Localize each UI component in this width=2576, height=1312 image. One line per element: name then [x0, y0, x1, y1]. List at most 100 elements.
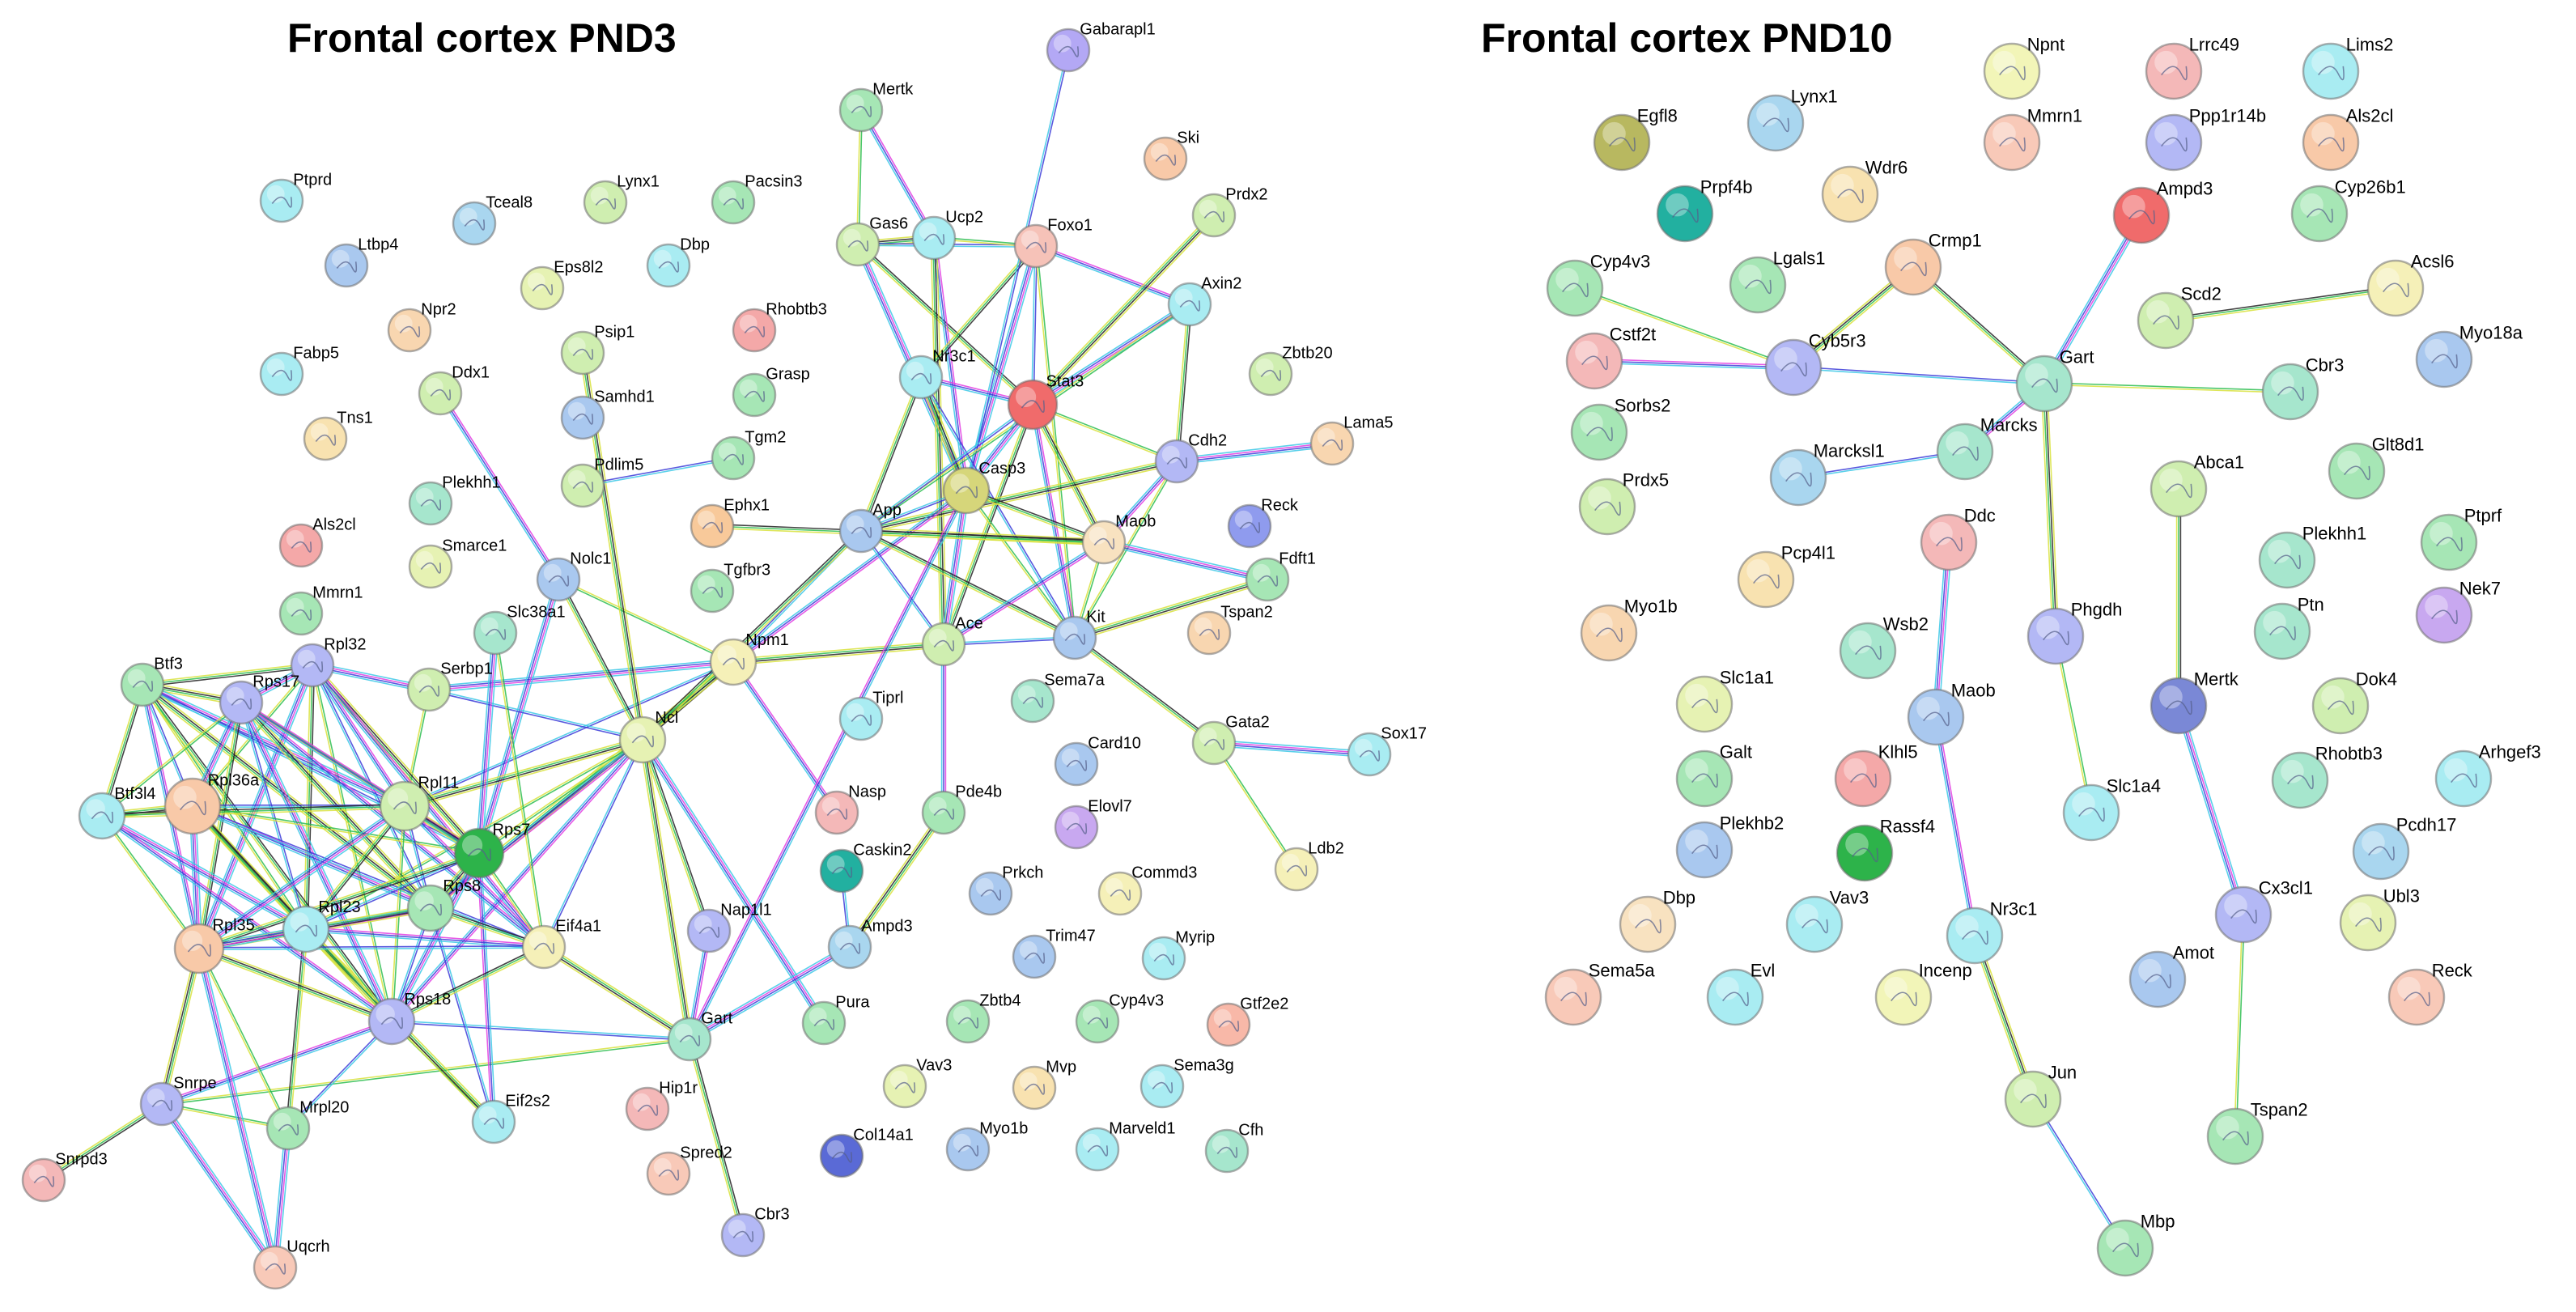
- node-incenp[interactable]: Incenp: [1874, 961, 1972, 1026]
- node-bubble[interactable]: [1054, 805, 1099, 850]
- node-bubble[interactable]: [21, 1157, 66, 1203]
- node-pacsin3[interactable]: Pacsin3: [711, 173, 802, 225]
- node-bubble[interactable]: [625, 1086, 670, 1132]
- node-prdx5[interactable]: Prdx5: [1578, 470, 1669, 536]
- node-bubble[interactable]: [259, 351, 304, 397]
- node-zbtb20[interactable]: Zbtb20: [1248, 345, 1333, 397]
- node-ddc[interactable]: Ddc: [1920, 506, 1996, 571]
- node-bubble[interactable]: [1248, 351, 1293, 397]
- node-bubble[interactable]: [452, 201, 497, 246]
- node-marcksl1[interactable]: Marcksl1: [1769, 441, 1885, 507]
- node-gas6[interactable]: Gas6: [835, 215, 908, 267]
- node-bubble[interactable]: [921, 790, 966, 835]
- node-eps8l2[interactable]: Eps8l2: [520, 259, 603, 311]
- node-bubble[interactable]: [1764, 338, 1823, 397]
- node-commd3[interactable]: Commd3: [1097, 864, 1197, 916]
- node-bubble[interactable]: [1206, 1002, 1251, 1047]
- node-pcdh17[interactable]: Pcdh17: [2352, 815, 2456, 881]
- node-rpl11[interactable]: Rpl11: [379, 775, 459, 832]
- node-bubble[interactable]: [2149, 460, 2208, 518]
- node-mertk[interactable]: Mertk: [2149, 669, 2239, 735]
- node-bubble[interactable]: [1227, 503, 1272, 549]
- node-bubble[interactable]: [2415, 330, 2473, 389]
- node-bubble[interactable]: [1593, 113, 1651, 172]
- node-bubble[interactable]: [379, 780, 431, 832]
- node-pura[interactable]: Pura: [801, 994, 870, 1046]
- node-glt8d1[interactable]: Glt8d1: [2328, 435, 2425, 500]
- node-bubble[interactable]: [711, 435, 756, 481]
- node-bubble[interactable]: [1191, 193, 1237, 238]
- node-cyp26b1[interactable]: Cyp26b1: [2290, 177, 2406, 243]
- node-bubble[interactable]: [520, 265, 565, 311]
- node-foxo1[interactable]: Foxo1: [1013, 217, 1093, 269]
- node-bubble[interactable]: [838, 87, 884, 133]
- node-bubble[interactable]: [2366, 259, 2425, 317]
- node-plekhh1[interactable]: Plekhh1: [2258, 524, 2366, 589]
- node-bubble[interactable]: [945, 1127, 991, 1172]
- node-bubble[interactable]: [1907, 688, 1965, 746]
- node-fdft1[interactable]: Fdft1: [1245, 550, 1316, 602]
- node-bubble[interactable]: [2352, 822, 2410, 881]
- node-bubble[interactable]: [219, 680, 264, 725]
- node-dbp[interactable]: Dbp: [646, 236, 710, 288]
- node-fabp5[interactable]: Fabp5: [259, 345, 339, 397]
- node-bubble[interactable]: [667, 1017, 712, 1062]
- node-tiprl[interactable]: Tiprl: [838, 690, 903, 741]
- node-bubble[interactable]: [1785, 895, 1844, 953]
- node-bubble[interactable]: [387, 308, 432, 353]
- node-bubble[interactable]: [2137, 291, 2195, 350]
- node-pde4b[interactable]: Pde4b: [921, 783, 1002, 835]
- node-bubble[interactable]: [1884, 238, 1942, 296]
- node-cyp4v3[interactable]: Cyp4v3: [1075, 992, 1164, 1044]
- node-bubble[interactable]: [1544, 968, 1602, 1026]
- node-bubble[interactable]: [814, 790, 859, 835]
- node-mrpl20[interactable]: Mrpl20: [265, 1099, 349, 1151]
- node-rpl23[interactable]: Rpl23: [282, 898, 361, 953]
- node-snrpe[interactable]: Snrpe: [139, 1075, 217, 1127]
- node-cyp4v3[interactable]: Cyp4v3: [1546, 252, 1650, 317]
- node-bubble[interactable]: [408, 544, 453, 589]
- node-bubble[interactable]: [838, 508, 884, 554]
- node-bubble[interactable]: [1737, 550, 1795, 609]
- node-bubble[interactable]: [1167, 282, 1212, 327]
- node-col14a1[interactable]: Col14a1: [819, 1127, 914, 1178]
- node-nek7[interactable]: Nek7: [2415, 579, 2501, 644]
- node-bubble[interactable]: [2415, 586, 2473, 644]
- node-rps7[interactable]: Rps7: [453, 822, 530, 879]
- node-gabarapl1[interactable]: Gabarapl1: [1046, 21, 1156, 73]
- node-bubble[interactable]: [2302, 113, 2360, 172]
- node-ucp2[interactable]: Ucp2: [911, 209, 983, 261]
- node-psip1[interactable]: Psip1: [560, 324, 634, 376]
- node-acsl6[interactable]: Acsl6: [2366, 252, 2454, 317]
- node-galt[interactable]: Galt: [1675, 742, 1752, 808]
- node-bubble[interactable]: [1012, 934, 1057, 979]
- node-bubble[interactable]: [2290, 185, 2349, 243]
- node-kit[interactable]: Kit: [1052, 609, 1106, 660]
- node-nr3c1[interactable]: Nr3c1: [1946, 899, 2037, 965]
- node-bubble[interactable]: [1154, 439, 1199, 484]
- node-dok4[interactable]: Dok4: [2311, 669, 2397, 735]
- node-egfl8[interactable]: Egfl8: [1593, 106, 1678, 172]
- node-bubble[interactable]: [471, 1099, 516, 1144]
- node-bubble[interactable]: [2062, 783, 2120, 842]
- node-bubble[interactable]: [732, 372, 777, 418]
- node-sema7a[interactable]: Sema7a: [1010, 672, 1106, 724]
- node-bubble[interactable]: [1920, 513, 1978, 571]
- node-bubble[interactable]: [2328, 442, 2386, 500]
- node-lrrc49[interactable]: Lrrc49: [2145, 35, 2239, 100]
- node-cdh2[interactable]: Cdh2: [1154, 432, 1227, 484]
- node-bubble[interactable]: [1347, 732, 1392, 777]
- node-bubble[interactable]: [1675, 675, 1734, 733]
- node-bubble[interactable]: [1706, 968, 1764, 1026]
- node-bubble[interactable]: [618, 715, 667, 764]
- node-bubble[interactable]: [819, 1133, 864, 1178]
- node-bubble[interactable]: [1097, 871, 1143, 916]
- node-bubble[interactable]: [1570, 403, 1628, 461]
- node-bubble[interactable]: [1729, 256, 1787, 314]
- node-zbtb4[interactable]: Zbtb4: [945, 992, 1021, 1044]
- node-bubble[interactable]: [1839, 622, 1897, 680]
- node-evl[interactable]: Evl: [1706, 961, 1775, 1026]
- node-bubble[interactable]: [2096, 1219, 2154, 1277]
- node-app[interactable]: App: [838, 502, 902, 554]
- node-ddx1[interactable]: Ddx1: [418, 364, 490, 416]
